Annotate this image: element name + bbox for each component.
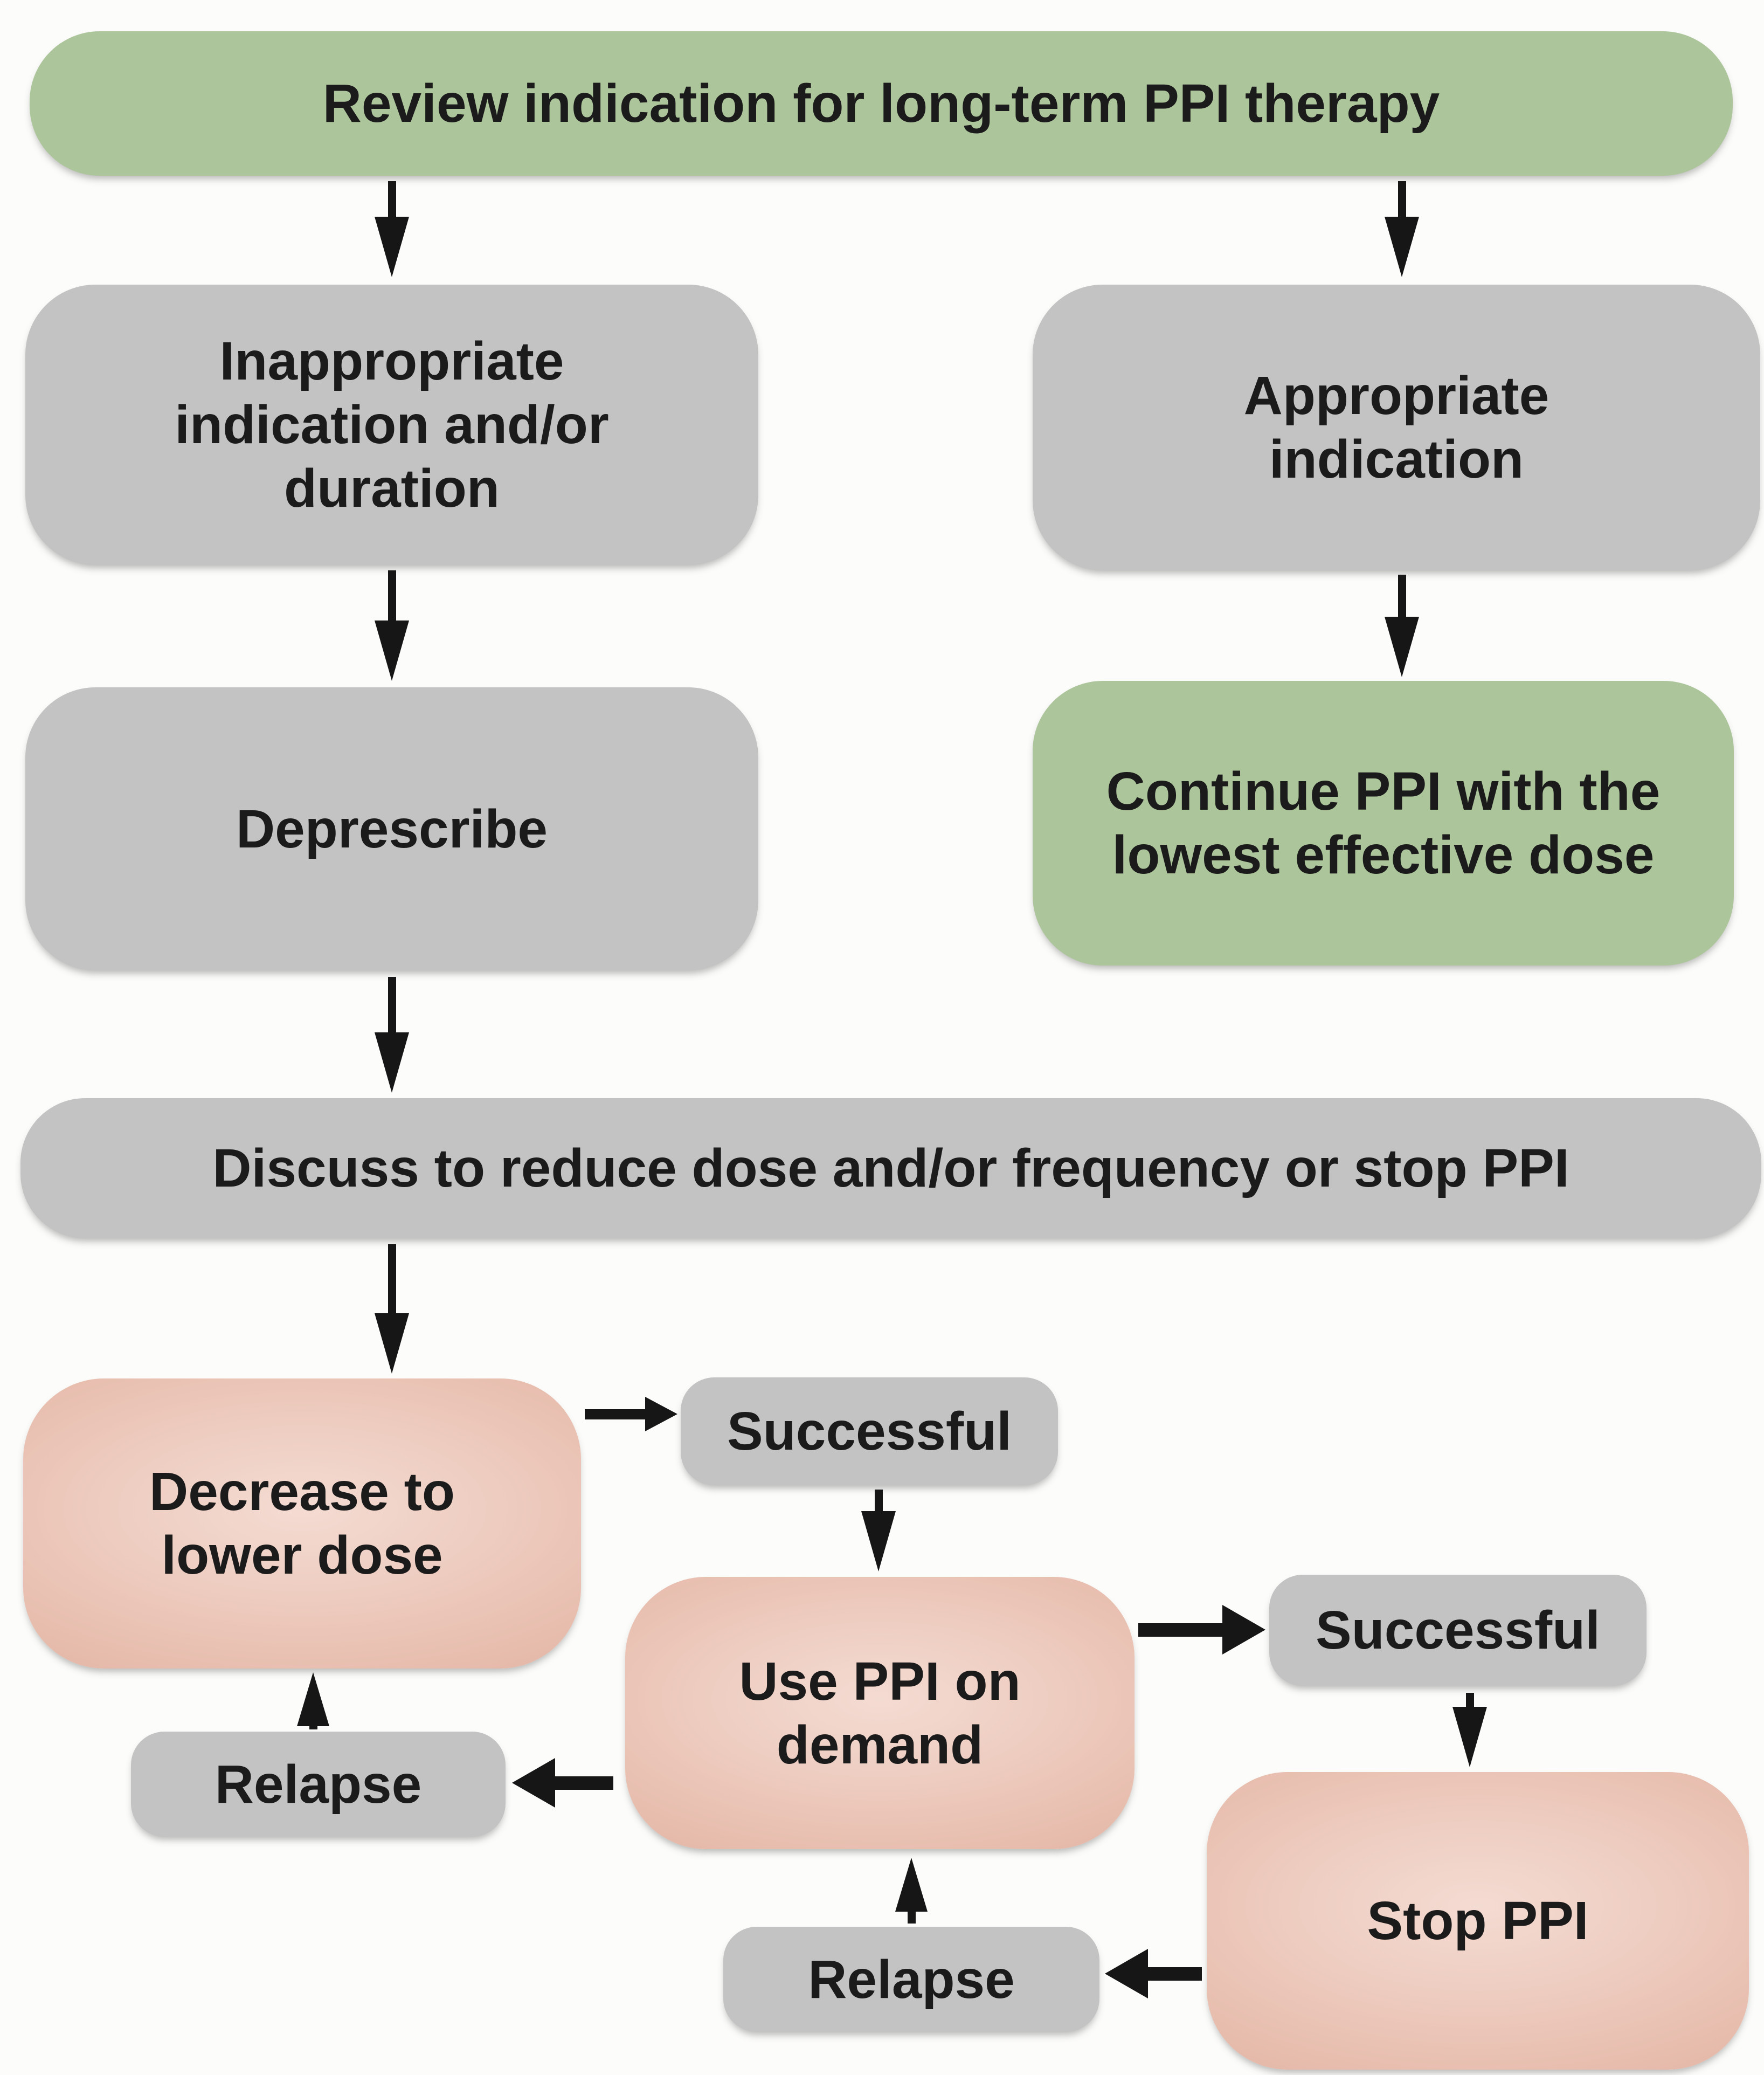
- node-successful-2-label: Successful: [1315, 1600, 1601, 1660]
- node-discuss-reduce: Discuss to reduce dose and/or frequency …: [20, 1098, 1761, 1238]
- arrow-deprescribe-to-discuss-icon: [375, 977, 409, 1093]
- arrow-review-to-appropriate-icon: [1385, 181, 1419, 277]
- node-stop-ppi: Stop PPI: [1207, 1772, 1749, 2070]
- arrow-decrease-to-successful-icon: [585, 1397, 677, 1431]
- node-decrease-lower-dose: Decrease to lower dose: [23, 1378, 581, 1669]
- node-inappropriate-indication: Inappropriate indication and/or duration: [25, 285, 758, 565]
- arrow-use-ppi-to-successful-icon: [1138, 1605, 1265, 1655]
- node-relapse-2-label: Relapse: [808, 1949, 1015, 2010]
- arrow-discuss-to-decrease-icon: [375, 1244, 409, 1374]
- node-appropriate-indication-label: Appropriate indication: [1243, 366, 1549, 490]
- arrow-use-ppi-to-relapse-icon: [512, 1758, 613, 1808]
- arrow-appropriate-to-continue-icon: [1385, 575, 1419, 677]
- node-review-indication: Review indication for long-term PPI ther…: [30, 31, 1733, 176]
- arrow-relapse-to-decrease-icon: [297, 1672, 329, 1729]
- node-relapse-1-label: Relapse: [215, 1754, 422, 1815]
- node-successful-1-label: Successful: [727, 1401, 1012, 1462]
- arrow-stop-ppi-to-relapse-icon: [1105, 1949, 1202, 1998]
- node-successful-2: Successful: [1269, 1575, 1647, 1686]
- node-continue-ppi-label: Continue PPI with the lowest effective d…: [1106, 761, 1661, 885]
- node-use-ppi-on-demand: Use PPI on demand: [625, 1577, 1135, 1849]
- node-relapse-1: Relapse: [131, 1732, 506, 1837]
- node-stop-ppi-label: Stop PPI: [1367, 1891, 1589, 1951]
- node-review-indication-label: Review indication for long-term PPI ther…: [322, 73, 1440, 134]
- node-continue-ppi: Continue PPI with the lowest effective d…: [1033, 681, 1734, 966]
- node-successful-1: Successful: [681, 1377, 1058, 1485]
- node-deprescribe-label: Deprescribe: [236, 798, 548, 859]
- arrow-inappropriate-to-deprescribe-icon: [375, 570, 409, 681]
- arrow-relapse-to-use-ppi-icon: [895, 1858, 928, 1924]
- node-decrease-lower-dose-label: Decrease to lower dose: [149, 1462, 455, 1585]
- node-inappropriate-indication-label: Inappropriate indication and/or duration: [175, 331, 609, 519]
- node-use-ppi-on-demand-label: Use PPI on demand: [739, 1651, 1021, 1775]
- arrow-review-to-inappropriate-icon: [375, 181, 409, 277]
- arrow-successful-to-use-ppi-icon: [861, 1490, 896, 1571]
- node-deprescribe: Deprescribe: [25, 687, 758, 970]
- arrow-successful-to-stop-ppi-icon: [1452, 1693, 1487, 1767]
- node-appropriate-indication: Appropriate indication: [1033, 285, 1760, 570]
- node-relapse-2: Relapse: [723, 1927, 1099, 2032]
- node-discuss-reduce-label: Discuss to reduce dose and/or frequency …: [212, 1138, 1569, 1198]
